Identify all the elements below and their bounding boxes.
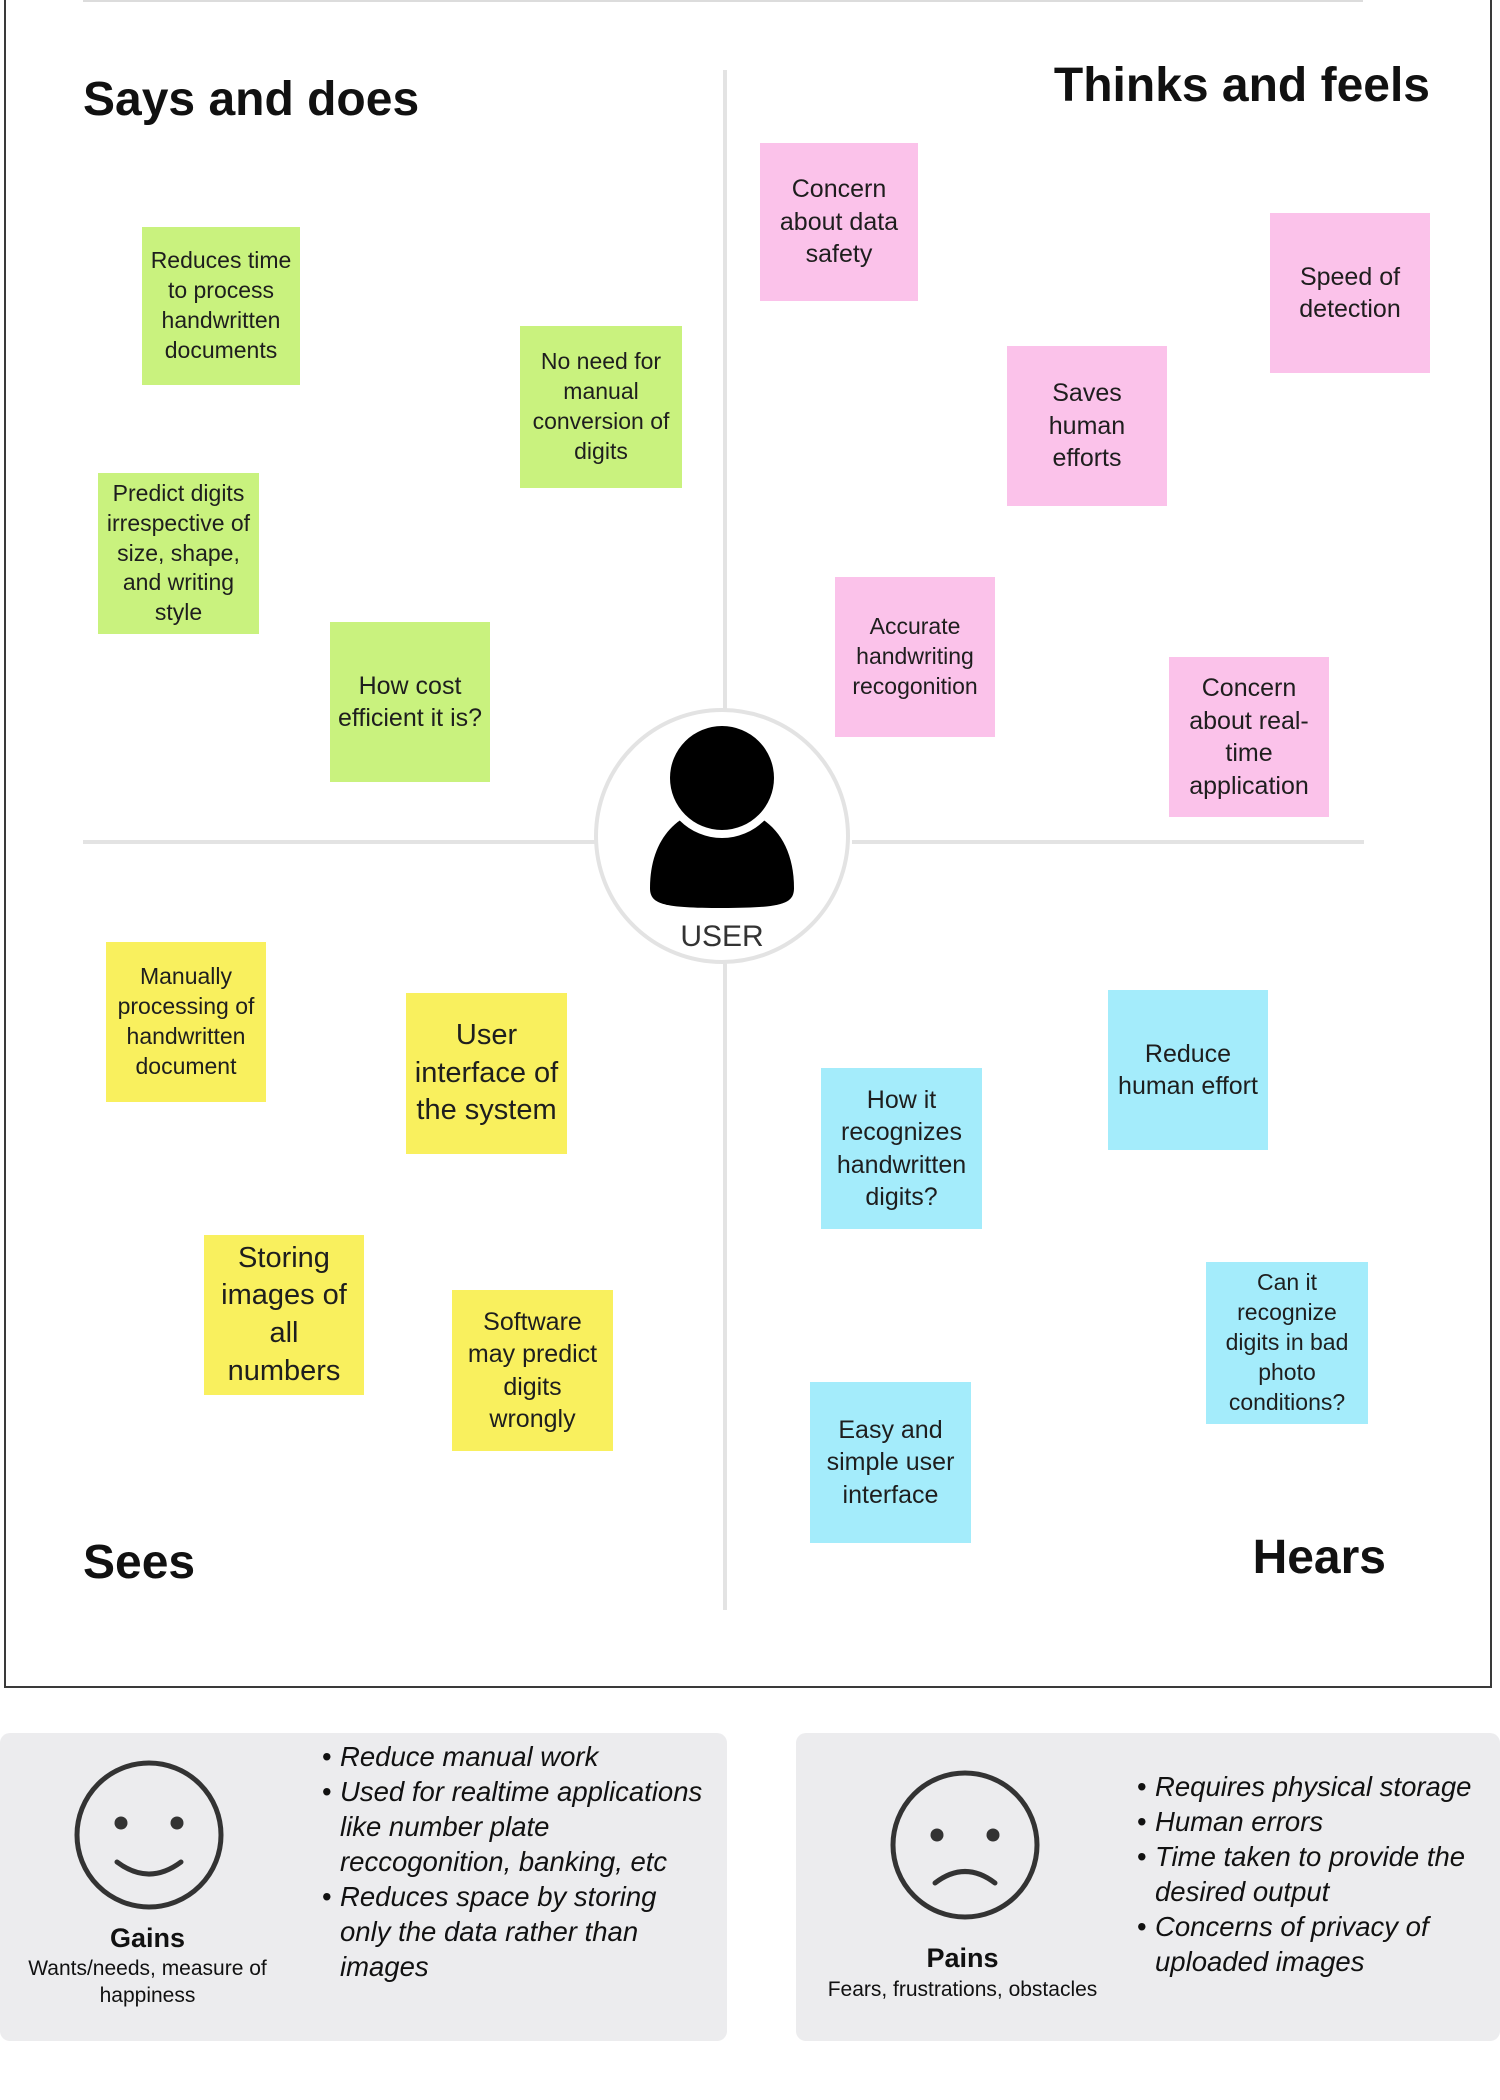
sticky-note[interactable]: Reduces time to process handwritten docu… (142, 227, 300, 385)
pains-title: Pains (926, 1943, 999, 1973)
user-silhouette-icon (650, 718, 794, 908)
list-item: Reduce manual work (322, 1740, 707, 1775)
sad-face-icon (890, 1770, 1040, 1920)
list-item: Concerns of privacy of uploaded images (1137, 1910, 1492, 1980)
sticky-note[interactable]: Speed of detection (1270, 213, 1430, 373)
quadrant-title-sees: Sees (83, 1536, 196, 1589)
gains-subtitle: Wants/needs, measure of happiness (28, 1957, 267, 2008)
list-item: Reduces space by storing only the data r… (322, 1880, 707, 1985)
quadrant-title-hears: Hears (1252, 1531, 1386, 1584)
user-label: USER (680, 920, 764, 953)
sticky-note[interactable]: Reduce human effort (1108, 990, 1268, 1150)
pains-subtitle: Fears, frustrations, obstacles (827, 1978, 1098, 2001)
pains-list: Requires physical storage Human errors T… (1137, 1770, 1492, 1980)
gains-list: Reduce manual work Used for realtime app… (322, 1740, 707, 1984)
sticky-note[interactable]: Concern about data safety (760, 143, 918, 301)
sticky-note[interactable]: Accurate handwriting recogonition (835, 577, 995, 737)
sticky-note[interactable]: User interface of the system (406, 993, 567, 1154)
sticky-note[interactable]: How it recognizes handwritten digits? (821, 1068, 982, 1229)
quadrant-title-says-and-does: Says and does (83, 73, 420, 126)
sticky-note[interactable]: Can it recognize digits in bad photo con… (1206, 1262, 1368, 1424)
smiley-face-icon (74, 1760, 224, 1910)
sticky-note[interactable]: Predict digits irrespective of size, sha… (98, 473, 259, 634)
quadrant-title-thinks-and-feels: Thinks and feels (1053, 59, 1430, 112)
sticky-note[interactable]: Software may predict digits wrongly (452, 1290, 613, 1451)
sticky-note[interactable]: Saves human efforts (1007, 346, 1167, 506)
sticky-note[interactable]: No need for manual conversion of digits (520, 326, 682, 488)
top-divider (83, 0, 1363, 2)
sticky-note[interactable]: How cost efficient it is? (330, 622, 490, 782)
list-item: Human errors (1137, 1805, 1492, 1840)
gains-title: Gains (109, 1923, 186, 1953)
sticky-note[interactable]: Concern about real-time application (1169, 657, 1329, 817)
horizontal-divider-left (83, 840, 598, 844)
sticky-note[interactable]: Manually processing of handwritten docum… (106, 942, 266, 1102)
list-item: Requires physical storage (1137, 1770, 1492, 1805)
sticky-note[interactable]: Storing images of all numbers (204, 1235, 364, 1395)
sticky-note[interactable]: Easy and simple user interface (810, 1382, 971, 1543)
list-item: Time taken to provide the desired output (1137, 1840, 1492, 1910)
list-item: Used for realtime applications like numb… (322, 1775, 707, 1880)
horizontal-divider-right (852, 840, 1364, 844)
